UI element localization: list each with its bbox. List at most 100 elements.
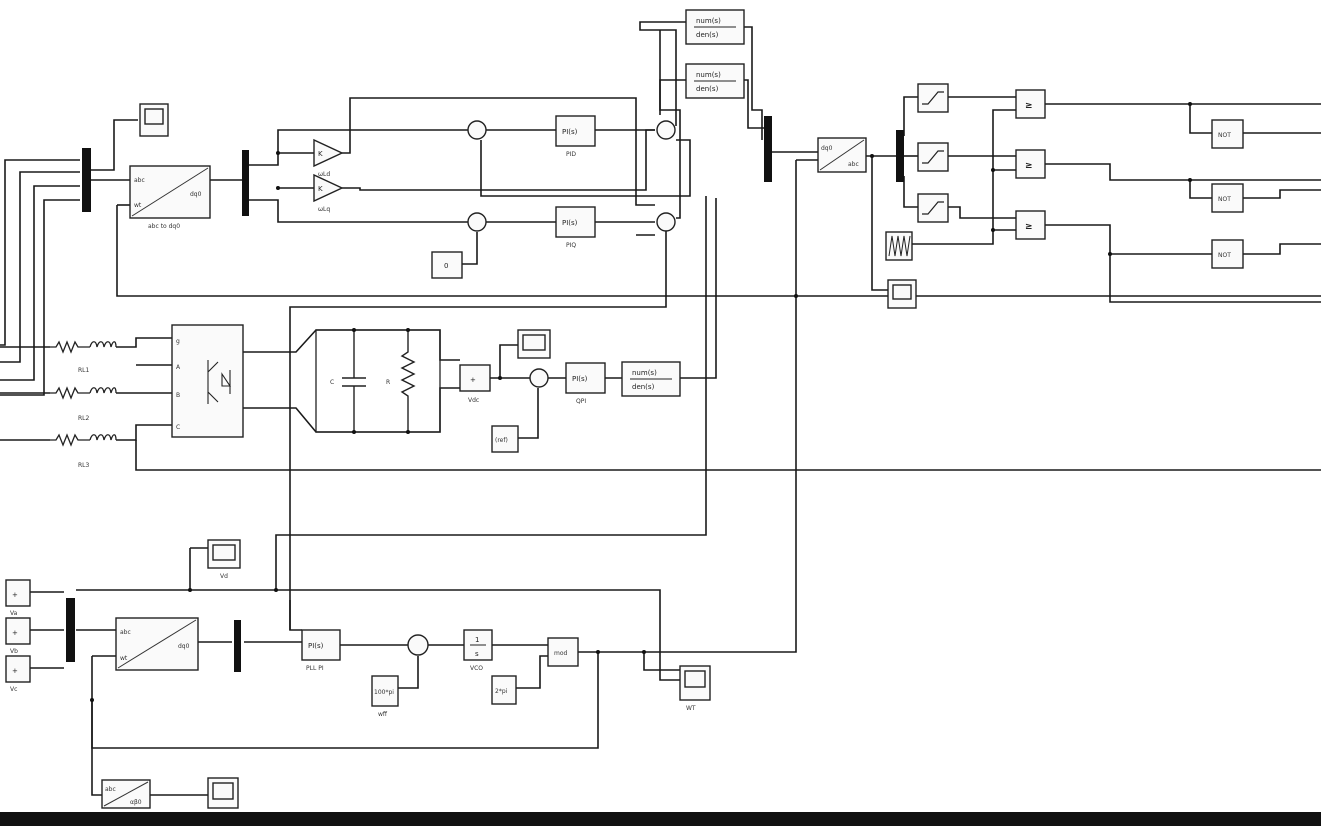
comparator-1[interactable]: ≥ — [1015, 89, 1046, 119]
dc-capacitor[interactable]: C — [330, 330, 366, 432]
svg-text:mod: mod — [554, 650, 568, 657]
not-gate-2[interactable]: NOT — [1211, 183, 1244, 213]
sum-vd-ref[interactable] — [656, 120, 676, 140]
demux-pwm[interactable] — [896, 130, 904, 182]
svg-text:C: C — [330, 379, 334, 386]
transfer-fcn-1[interactable]: num(s) den(s) — [685, 9, 745, 45]
svg-text:RL2: RL2 — [78, 415, 90, 422]
rl-branch-2[interactable]: RL2 — [50, 386, 117, 422]
port-dq0: dq0 — [190, 191, 202, 198]
svg-text:PLL PI: PLL PI — [306, 665, 324, 672]
gain-wlq-label: ωLq — [318, 206, 330, 213]
sum-vq-ref[interactable] — [656, 212, 676, 232]
svg-text:NOT: NOT — [1218, 196, 1231, 203]
wires — [0, 21, 1321, 796]
pid-q[interactable]: PI(s) PIQ — [555, 206, 596, 249]
source-vc[interactable]: + Vc — [5, 655, 31, 693]
svg-text:NOT: NOT — [1218, 132, 1231, 139]
transfer-fcn-3[interactable]: num(s) den(s) — [621, 361, 681, 397]
svg-text:R: R — [386, 379, 390, 386]
constant-wff[interactable]: 100*pi wff — [371, 675, 399, 718]
bottom-black-bar — [0, 812, 1321, 826]
svg-text:Va: Va — [10, 610, 18, 617]
svg-text:den(s): den(s) — [696, 85, 719, 93]
demux-top[interactable] — [242, 150, 249, 216]
svg-text:PI(s): PI(s) — [308, 642, 324, 650]
saturation-1[interactable] — [917, 83, 949, 113]
svg-text:Vc: Vc — [10, 686, 17, 693]
svg-text:K: K — [318, 150, 323, 158]
svg-text:(ref): (ref) — [495, 437, 508, 444]
carrier-repeating-sequence[interactable] — [885, 231, 913, 261]
svg-text:PIQ: PIQ — [566, 242, 576, 249]
math-mod[interactable]: mod — [547, 637, 579, 667]
saturation-2[interactable] — [917, 142, 949, 172]
abc-to-dq-block-top[interactable]: abc wt dq0 abc to dq0 — [129, 165, 211, 230]
svg-text:PI(s): PI(s) — [562, 219, 578, 227]
pid-d[interactable]: PI(s) PID — [555, 115, 596, 158]
rl-branch-3[interactable]: RL3 — [50, 433, 117, 469]
svg-text:+: + — [12, 667, 18, 675]
integrator-vco[interactable]: 1 s VCO — [463, 629, 493, 672]
svg-text:+: + — [12, 591, 18, 599]
constant-vdc-ref[interactable]: (ref) — [491, 425, 519, 453]
scope-vd-label: Vd — [220, 573, 228, 580]
comparator-3[interactable]: ≥ — [1015, 210, 1046, 240]
svg-text:C: C — [176, 424, 180, 431]
dc-resistor[interactable]: R — [386, 330, 416, 432]
pid-pll[interactable]: PI(s) PLL PI — [301, 629, 341, 672]
gain-wld[interactable]: K ωLd — [313, 138, 344, 178]
sum-pll[interactable] — [407, 634, 429, 656]
sum-vdc[interactable] — [529, 368, 549, 388]
svg-text:0: 0 — [444, 262, 448, 270]
rl-branch-1[interactable]: RL1 — [50, 340, 117, 374]
mux-pwm-ref[interactable] — [764, 116, 772, 182]
svg-text:+: + — [12, 629, 18, 637]
scope-screen-icon — [892, 284, 912, 300]
abc-to-alpha-beta-block[interactable]: abc αβ0 — [101, 779, 151, 809]
igbt-bridge[interactable]: g A B C — [171, 324, 244, 438]
not-gate-3[interactable]: NOT — [1211, 239, 1244, 269]
svg-text:≥: ≥ — [1025, 222, 1033, 232]
svg-text:NOT: NOT — [1218, 252, 1231, 259]
source-va[interactable]: + Va — [5, 579, 31, 617]
svg-text:g: g — [176, 338, 180, 345]
constant-zero[interactable]: 0 — [431, 251, 463, 279]
svg-text:wt: wt — [120, 655, 128, 662]
voltage-measurement-vdc[interactable]: + Vdc — [459, 364, 491, 404]
svg-text:B: B — [176, 392, 180, 399]
svg-text:RL3: RL3 — [78, 462, 90, 469]
gain-wlq[interactable]: K ωLq — [313, 173, 344, 213]
dq-to-abc-block[interactable]: dq0 abc — [817, 137, 867, 173]
svg-text:num(s): num(s) — [696, 17, 721, 25]
source-vb[interactable]: + Vb — [5, 617, 31, 655]
svg-text:wff: wff — [378, 711, 388, 718]
not-gate-1[interactable]: NOT — [1211, 119, 1244, 149]
svg-text:s: s — [475, 650, 479, 658]
abc-to-dq-block-pll[interactable]: abc wt dq0 — [115, 617, 199, 671]
pid-vdc[interactable]: PI(s) QPI — [565, 362, 606, 405]
comparator-2[interactable]: ≥ — [1015, 149, 1046, 179]
svg-text:RL1: RL1 — [78, 367, 90, 374]
port-wt: wt — [134, 202, 142, 209]
igbt-icon — [207, 360, 232, 404]
junction-dots — [90, 102, 1192, 702]
svg-text:den(s): den(s) — [632, 383, 655, 391]
scope-screen-icon — [212, 544, 236, 561]
sum-d[interactable] — [467, 120, 487, 140]
svg-text:PI(s): PI(s) — [562, 128, 578, 136]
demux-pll[interactable] — [234, 620, 241, 672]
scope-screen-icon — [144, 108, 164, 125]
gain-wld-label: ωLd — [318, 171, 330, 178]
sum-q[interactable] — [467, 212, 487, 232]
scope-screen-icon — [684, 670, 706, 688]
saturation-3[interactable] — [917, 193, 949, 223]
svg-text:abc: abc — [120, 629, 131, 636]
constant-2pi[interactable]: 2*pi — [491, 675, 517, 705]
scope-wt-label: WT — [686, 705, 696, 712]
svg-text:2*pi: 2*pi — [495, 688, 508, 695]
mux-top-left[interactable] — [82, 148, 91, 212]
mux-pll[interactable] — [66, 598, 75, 662]
transfer-fcn-2[interactable]: num(s) den(s) — [685, 63, 745, 99]
svg-text:≥: ≥ — [1025, 161, 1033, 171]
